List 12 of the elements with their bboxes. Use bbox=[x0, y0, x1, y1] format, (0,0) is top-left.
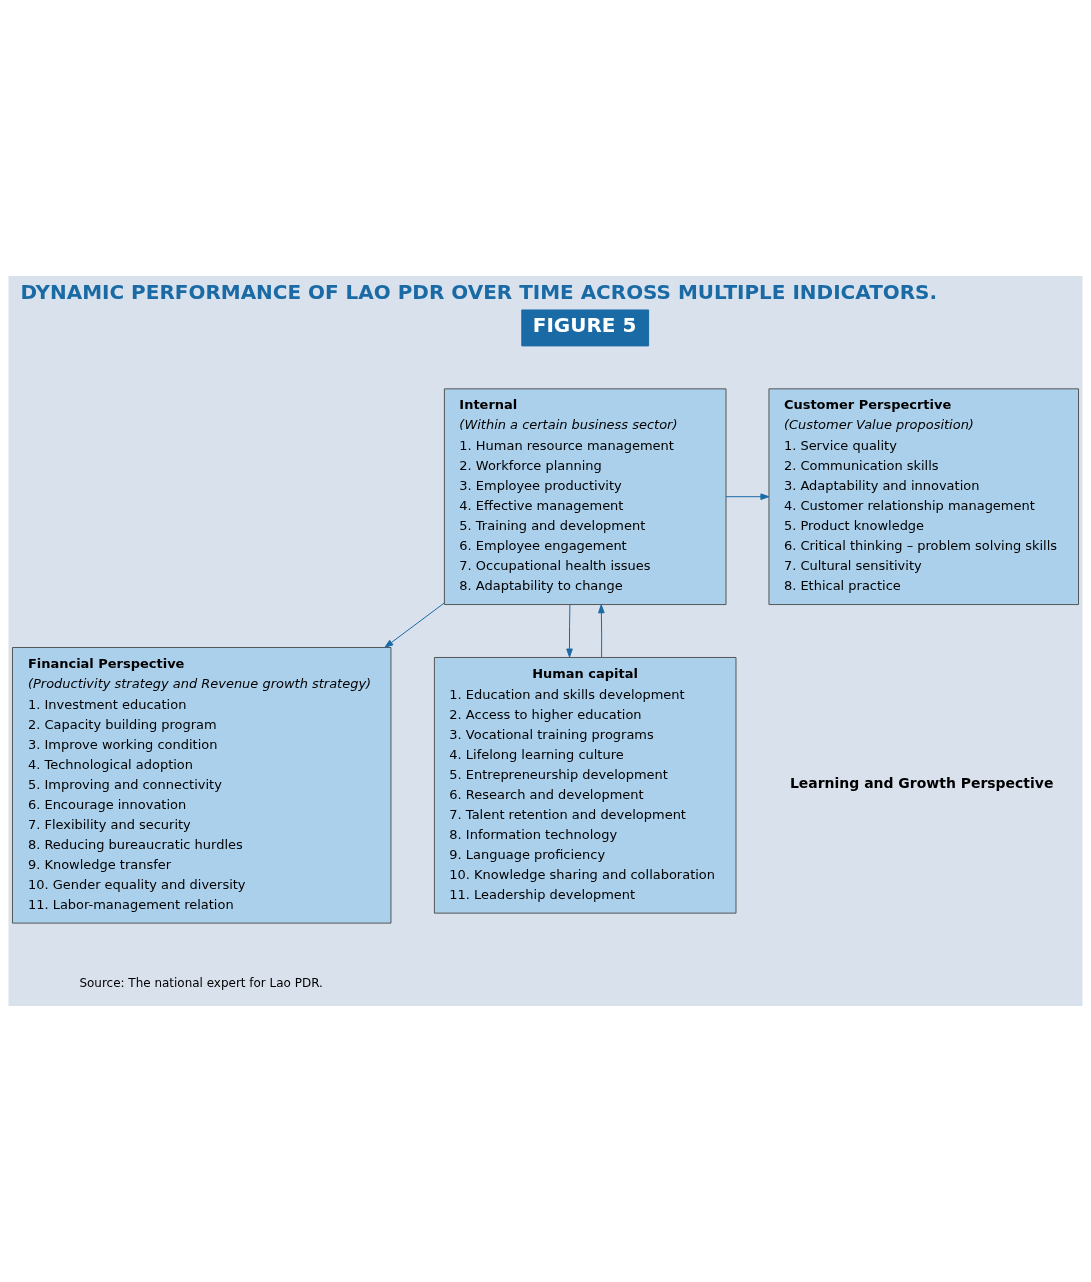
label: Learning and Growth Perspective bbox=[789, 775, 1054, 791]
arrow bbox=[384, 602, 445, 648]
arrow bbox=[566, 604, 573, 658]
node-box: Customer Perspecrtive (Customer Value proposition) 1. Service quality 2. Communication skills 3. Adaptability and innovation 4. Customer relationship management 5. Product knowledge 6. Critical thinking – problem solving skills 7. Cultural sensitivity 8. Ethical practice bbox=[768, 388, 1079, 606]
arrow bbox=[598, 604, 605, 658]
label: FIGURE 5 bbox=[532, 312, 637, 337]
caption: Source: The national expert for Lao PDR. bbox=[79, 976, 323, 991]
diagram-title: DYNAMIC PERFORMANCE OF LAO PDR OVER TIME ACROSS MULTIPLE INDICATORS. bbox=[20, 279, 938, 304]
node-box: Financial Perspective (Productivity strategy and Revenue growth strategy) 1. Investment education 2. Capacity building program 3. Improve working condition 4. Technological adoption 5. Improving and connectivity 6. Encourage innovation 7. Flexibility and security 8. Reducing bureaucratic hurdles 9. Knowledge transfer 10. Gender equality and diversity 11. Labor-management relation bbox=[12, 647, 392, 924]
node-box: Internal (Within a certain business sector) 1. Human resource management 2. Workforce planning 3. Employee productivity 4. Effective management 5. Training and development 6. Employee engagement 7. Occupational health issues 8. Adaptability to change bbox=[443, 388, 727, 606]
arrow bbox=[725, 493, 770, 500]
node-box: Human capital 1. Education and skills development 2. Access to higher education 3. Vocational training programs 4. Lifelong learning culture 5. Entrepreneurship development 6. Research and development 7. Talent retention and development 8. Information technology 9. Language proficiency 10. Knowledge sharing and collaboration 11. Leadership development bbox=[433, 657, 737, 914]
